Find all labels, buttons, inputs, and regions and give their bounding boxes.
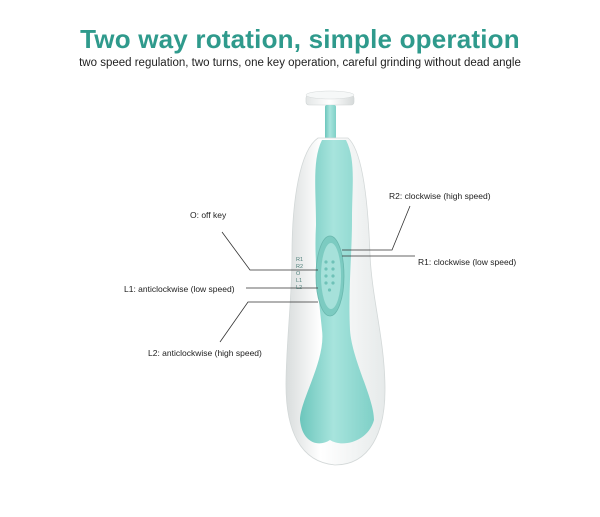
label-off-key: O: off key [190,210,227,220]
switch-mark-o: O [296,271,301,277]
switch-mark-l1: L1 [296,278,303,284]
switch-grip-dots [324,260,335,292]
annotation-lines [219,205,415,343]
switch-mark-r1: R1 [296,257,304,263]
page-subtitle: two speed regulation, two turns, one key… [79,57,521,69]
label-l2: L2: anticlockwise (high speed) [148,348,262,358]
grinding-head [305,90,355,139]
label-l1: L1: anticlockwise (low speed) [124,284,235,294]
switch-knob [321,243,341,309]
label-r2: R2: clockwise (high speed) [389,191,491,201]
page-title: Two way rotation, simple operation [80,24,520,54]
label-r1: R1: clockwise (low speed) [418,257,517,267]
switch-mark-r2: R2 [296,264,304,270]
switch-mark-l2: L2 [296,285,303,291]
